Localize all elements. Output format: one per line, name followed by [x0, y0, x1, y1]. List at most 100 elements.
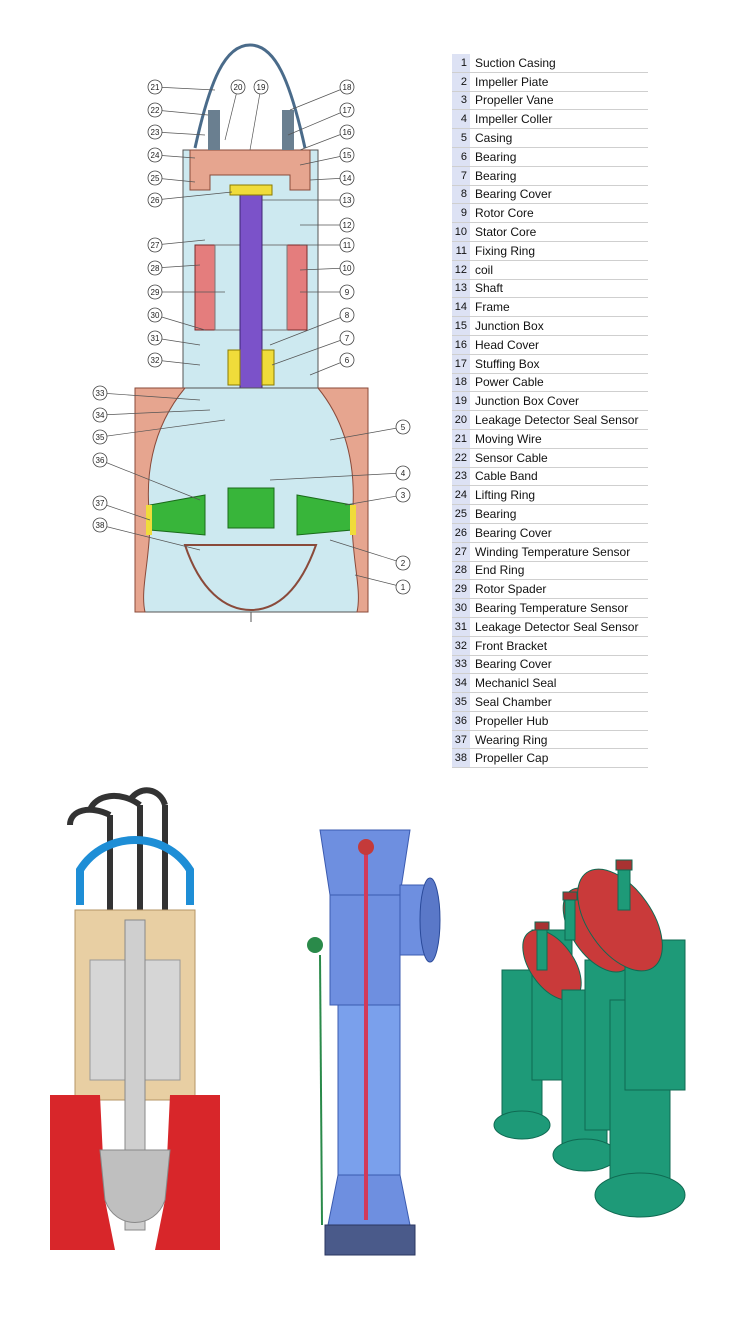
legend-label: Shaft [475, 281, 504, 296]
legend-number: 18 [452, 373, 470, 392]
callout-circle [395, 579, 411, 595]
callout-leader-line [99, 392, 201, 401]
legend-label: Impeller Coller [475, 112, 553, 127]
legend-label: Moving Wire [475, 431, 542, 446]
legend-label: Lifting Ring [475, 488, 536, 503]
callout-circle [92, 385, 108, 401]
callout-circle [147, 147, 163, 163]
callout-leader-line [287, 109, 348, 136]
legend-label: Bearing Cover [475, 187, 552, 202]
callout-leader-line [154, 191, 233, 201]
callout-leader-line [299, 267, 348, 271]
callout-circle [339, 124, 355, 140]
legend-number: 20 [452, 411, 470, 429]
legend-label: Head Cover [475, 337, 540, 352]
callout-circle [230, 79, 246, 95]
callout-number: 28 [151, 264, 160, 273]
legend-number: 6 [452, 147, 470, 166]
callout-number: 17 [343, 106, 352, 115]
callout-leader-line [99, 419, 226, 438]
legend-number: 35 [452, 693, 470, 711]
legend-label: Bearing [475, 149, 517, 164]
callout-circle [395, 465, 411, 481]
callout-leader-line [154, 359, 201, 366]
legend-label: Wearing Ring [475, 732, 548, 747]
callout-circle [253, 79, 269, 95]
callout-number: 8 [345, 311, 350, 320]
legend-label: coil [475, 262, 494, 277]
callout-number: 38 [96, 521, 105, 530]
callout-number: 18 [343, 83, 352, 92]
callout-leader-line [289, 86, 348, 111]
callout-leader-line [271, 337, 348, 366]
legend-label: Stator Core [475, 225, 537, 240]
legend-number: 31 [452, 617, 470, 636]
legend-number: 8 [452, 185, 470, 204]
callout-number: 26 [151, 196, 160, 205]
callout-circle [147, 102, 163, 118]
callout-number: 10 [343, 264, 352, 273]
callout-number: 32 [151, 356, 160, 365]
legend-number: 16 [452, 335, 470, 354]
callout-circle [147, 307, 163, 323]
callout-circle [339, 217, 355, 233]
green-axial-flow-pumps-image [493, 859, 686, 1218]
callout-circle [147, 79, 163, 95]
callout-number: 36 [96, 456, 105, 465]
callout-number: 27 [151, 241, 160, 250]
legend-number: 29 [452, 580, 470, 599]
legend-label: Propeller Cap [475, 751, 549, 766]
callout-circle [147, 330, 163, 346]
legend-number: 30 [452, 599, 470, 617]
legend-number: 15 [452, 317, 470, 335]
callout-circle [395, 419, 411, 435]
callout-leader-line [154, 86, 216, 91]
callout-leader-line [154, 264, 201, 269]
callout-leader-line [99, 524, 201, 551]
legend-label: Stuffing Box [475, 356, 540, 371]
callout-number: 1 [401, 583, 406, 592]
callout-leader-line [269, 314, 348, 346]
legend-label: Mechanicl Seal [475, 676, 557, 691]
callout-circle [339, 330, 355, 346]
legend-label: Junction Box Cover [475, 394, 580, 409]
callout-number: 4 [401, 469, 406, 478]
legend-row: 6 Bearing [452, 147, 648, 167]
callout-number: 25 [151, 174, 160, 183]
legend-number: 33 [452, 655, 470, 674]
callout-number: 31 [151, 334, 160, 343]
callout-circle [339, 79, 355, 95]
legend-row: 16 Head Cover [452, 335, 648, 355]
legend-number: 3 [452, 91, 470, 110]
legend-number: 36 [452, 711, 470, 730]
callout-circle [339, 307, 355, 323]
legend-number: 26 [452, 523, 470, 542]
legend-row: 17 Stuffing Box [452, 354, 648, 374]
callout-leader-line [329, 539, 404, 564]
callout-number: 22 [151, 106, 160, 115]
legend-number: 27 [452, 542, 470, 561]
legend-label: Frame [475, 300, 510, 315]
callout-number: 21 [151, 83, 160, 92]
callout-leader-line [329, 426, 404, 441]
callout-circle [339, 147, 355, 163]
legend-number: 28 [452, 561, 470, 580]
callout-number: 20 [234, 83, 243, 92]
legend-number: 17 [452, 354, 470, 373]
legend-number: 10 [452, 223, 470, 241]
